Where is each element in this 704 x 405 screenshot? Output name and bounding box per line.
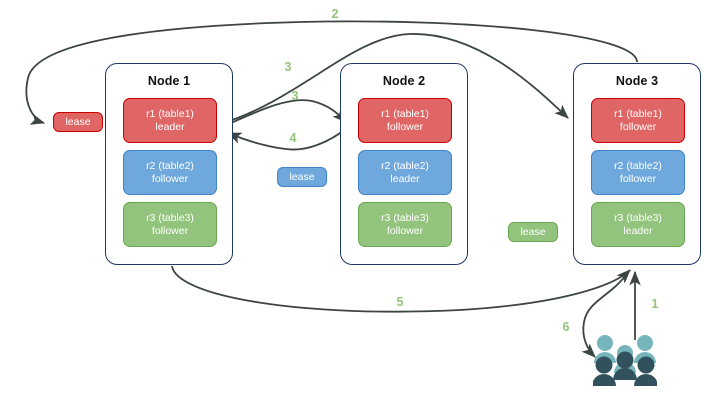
- step-label-4: 4: [289, 131, 297, 145]
- step-label-5: 5: [396, 295, 404, 309]
- node-title: Node 1: [147, 74, 191, 88]
- replica-name: r2 (table2): [381, 159, 429, 172]
- replica-name: r1 (table1): [146, 107, 194, 120]
- replica-r2-node2[interactable]: r2 (table2) leader: [358, 150, 452, 195]
- replica-role: follower: [619, 172, 657, 185]
- replica-role: follower: [619, 120, 657, 133]
- lease-badge-red[interactable]: lease: [53, 112, 103, 132]
- replica-r3-node1[interactable]: r3 (table3) follower: [123, 202, 217, 247]
- replica-role: follower: [386, 120, 424, 133]
- step-label-6: 6: [562, 320, 570, 334]
- lease-label: lease: [65, 116, 91, 128]
- replica-role: leader: [155, 120, 185, 133]
- replica-name: r1 (table1): [381, 107, 429, 120]
- lease-badge-blue[interactable]: lease: [277, 167, 327, 187]
- node-box-3[interactable]: Node 3 r1 (table1) follower r2 (table2) …: [573, 63, 701, 265]
- replica-name: r2 (table2): [614, 159, 662, 172]
- replica-name: r1 (table1): [614, 107, 662, 120]
- replica-name: r2 (table2): [146, 159, 194, 172]
- replica-r1-node1[interactable]: r1 (table1) leader: [123, 98, 217, 143]
- step-label-2: 2: [331, 7, 339, 21]
- replica-r1-node3[interactable]: r1 (table1) follower: [591, 98, 685, 143]
- step-label-3-upper: 3: [284, 60, 292, 74]
- node-title: Node 2: [382, 74, 426, 88]
- node-box-1[interactable]: Node 1 r1 (table1) leader r2 (table2) fo…: [105, 63, 233, 265]
- replica-role: follower: [151, 224, 189, 237]
- replica-r3-node3[interactable]: r3 (table3) leader: [591, 202, 685, 247]
- step-label-3-lower: 3: [291, 89, 299, 103]
- replica-role: follower: [386, 224, 424, 237]
- replica-r2-node3[interactable]: r2 (table2) follower: [591, 150, 685, 195]
- users-group-icon: [592, 333, 658, 387]
- step-label-1: 1: [651, 297, 659, 311]
- replica-name: r3 (table3): [614, 211, 662, 224]
- node-title: Node 3: [615, 74, 659, 88]
- arrow-step-3-lower: [221, 99, 347, 128]
- replica-role: follower: [151, 172, 189, 185]
- replica-r1-node2[interactable]: r1 (table1) follower: [358, 98, 452, 143]
- lease-label: lease: [289, 171, 315, 183]
- replica-name: r3 (table3): [381, 211, 429, 224]
- node-box-2[interactable]: Node 2 r1 (table1) follower r2 (table2) …: [340, 63, 468, 265]
- lease-label: lease: [520, 226, 546, 238]
- replica-role: leader: [390, 172, 420, 185]
- replica-r2-node1[interactable]: r2 (table2) follower: [123, 150, 217, 195]
- lease-badge-green[interactable]: lease: [508, 222, 558, 242]
- replica-name: r3 (table3): [146, 211, 194, 224]
- replica-role: leader: [623, 224, 653, 237]
- replica-r3-node2[interactable]: r3 (table3) follower: [358, 202, 452, 247]
